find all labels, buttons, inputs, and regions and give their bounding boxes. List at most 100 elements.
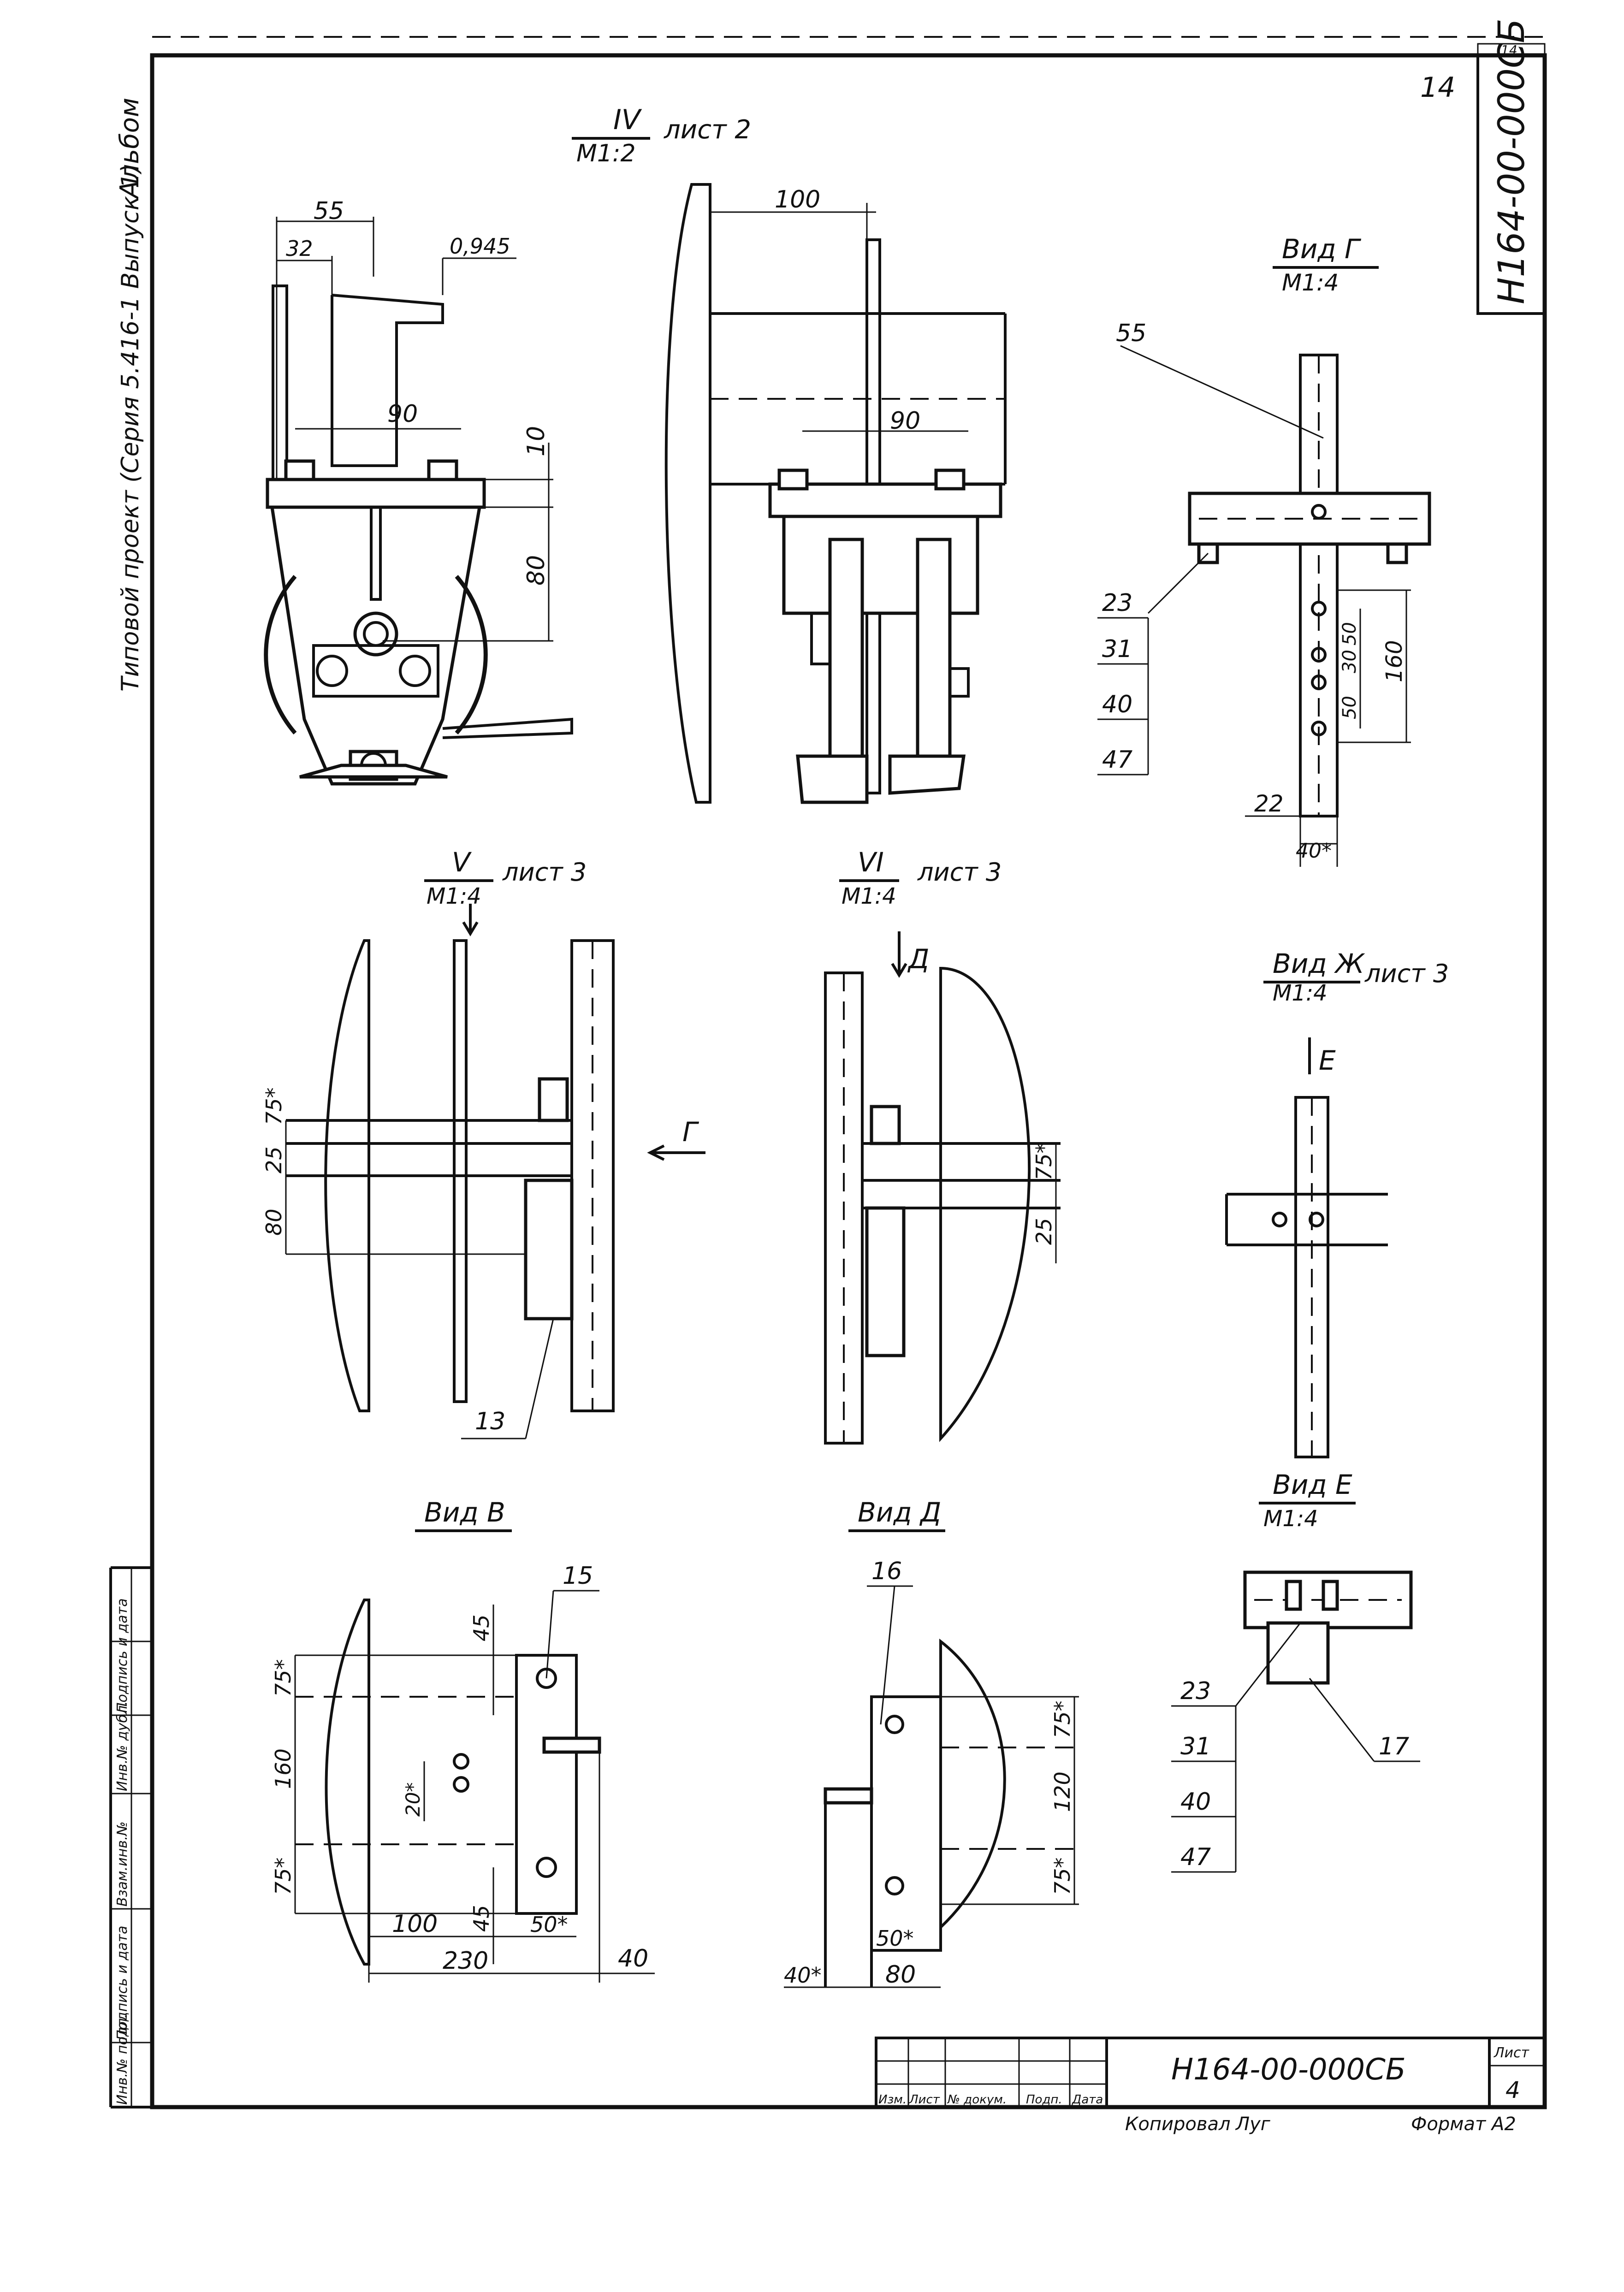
sheet-number: 4 — [1505, 2077, 1520, 2103]
leader-23-g: 23 — [1102, 589, 1132, 617]
section-iv-scale: М1:2 — [576, 140, 636, 167]
dim-55: 55 — [314, 197, 344, 225]
section-vi-sheet-ref: лист 3 — [917, 858, 1002, 887]
strip-cell-1: Инв.№ подл. — [114, 2014, 130, 2105]
dim-80-v: 80 — [261, 1208, 286, 1236]
dim-22: 22 — [1254, 790, 1284, 817]
dim-50star-b: 50* — [530, 1912, 568, 1937]
view-g: Вид Г М1:4 55 160 50 30 50 22 40* — [1097, 233, 1431, 867]
view-zh-scale: М1:4 — [1273, 980, 1328, 1006]
sheet-mark: 14 — [1420, 71, 1455, 104]
leader-15: 15 — [563, 1562, 593, 1590]
dim-40star-d: 40* — [784, 1963, 822, 1988]
format-label: Формат А2 — [1411, 2114, 1516, 2135]
dim-45-b-top: 45 — [469, 1614, 494, 1641]
view-b-title: Вид В — [424, 1497, 505, 1528]
dim-10: 10 — [522, 426, 550, 456]
strip-cell-5: Подпись и дата — [114, 1599, 130, 1713]
dim-50star-d: 50* — [876, 1926, 914, 1951]
leader-16: 16 — [871, 1558, 902, 1585]
dim-75star-vi: 75* — [1031, 1143, 1056, 1180]
section-vi-number: VI — [858, 847, 884, 878]
copied-by-signature: Луг — [1235, 2114, 1271, 2135]
view-d-title: Вид Д — [858, 1497, 941, 1528]
col-izm: Изм. — [878, 2093, 907, 2107]
view-b: Вид В 75* 160 75* 45 20* 45 100 50* 230 … — [271, 1497, 655, 1983]
dim-75star-b-bot: 75* — [271, 1857, 296, 1895]
leader-47-e: 47 — [1180, 1843, 1211, 1871]
section-iv-sheet-ref: лист 2 — [664, 115, 751, 145]
section-iv-number: IV — [613, 104, 642, 136]
section-v-number: V — [452, 847, 472, 878]
dim-75star-d-top: 75* — [1050, 1700, 1075, 1738]
dim-80: 80 — [522, 555, 550, 586]
dim-120-d: 120 — [1050, 1771, 1075, 1812]
title-block: Изм. Лист № докум. Подп. Дата Н164-00-00… — [875, 2037, 1546, 2108]
section-v-scale: М1:4 — [427, 883, 481, 909]
dim-45-b-bot: 45 — [469, 1905, 494, 1932]
leader-40-e: 40 — [1180, 1788, 1211, 1816]
section-vi: VI М1:4 лист 3 Д 75* 25 — [824, 847, 1061, 1445]
view-zh-title: Вид Ж — [1273, 948, 1365, 979]
view-d: Вид Д 16 75* 120 75* 50* 40* 80 — [784, 1497, 1079, 1989]
dim-75star-v: 75* — [261, 1087, 286, 1125]
dim-50-a: 50 — [1339, 622, 1360, 646]
dim-40-star: 40* — [1296, 839, 1332, 863]
view-zh: Вид Ж М1:4 лист 3 Е — [1225, 948, 1449, 1458]
drawing-frame: 14 — [109, 36, 1547, 2109]
dim-80-d: 80 — [885, 1961, 916, 1989]
section-iv-front: IV М1:2 лист 2 55 32 0,945 90 — [264, 104, 751, 786]
view-zh-sheet-ref: лист 3 — [1364, 959, 1449, 988]
dim-160-g: 160 — [1381, 640, 1407, 682]
leader-13: 13 — [475, 1408, 505, 1435]
section-v-sheet-ref: лист 3 — [502, 858, 587, 887]
dim-25-v: 25 — [261, 1146, 286, 1173]
dim-75star-b-top: 75* — [271, 1659, 296, 1697]
copied-by-label: Копировал — [1125, 2114, 1231, 2135]
section-iv-side: 100 90 — [664, 183, 1007, 804]
dim-20star: 20* — [402, 1783, 424, 1817]
view-e: Вид Е М1:4 23 31 40 47 17 — [1171, 1469, 1420, 1873]
arrow-d-label: Д — [907, 943, 929, 975]
title-drawing-code: Н164-00-000СБ — [1171, 2053, 1406, 2087]
view-e-scale: М1:4 — [1263, 1506, 1318, 1532]
leader-31-g: 31 — [1102, 635, 1132, 663]
dim-30: 30 — [1339, 650, 1360, 673]
dim-75star-d-bot: 75* — [1050, 1857, 1075, 1895]
vertical-code-box: Н164-00-000СБ — [1476, 18, 1546, 315]
dim-40-b: 40 — [618, 1945, 648, 1972]
col-docnum: № докум. — [947, 2093, 1007, 2107]
dim-100-b: 100 — [392, 1910, 438, 1938]
section-vi-scale: М1:4 — [842, 883, 896, 909]
sheet-label: Лист — [1494, 2045, 1530, 2061]
leader-40-g: 40 — [1102, 691, 1132, 718]
dim-90: 90 — [387, 400, 418, 428]
dim-230: 230 — [443, 1947, 488, 1975]
dim-25-vi: 25 — [1031, 1218, 1056, 1245]
dim-100: 100 — [775, 186, 820, 213]
dim-32: 32 — [286, 236, 313, 261]
dim-0945: 0,945 — [450, 234, 510, 259]
col-podp: Подп. — [1026, 2093, 1062, 2107]
leader-23-e: 23 — [1180, 1677, 1211, 1705]
dim-160-b: 160 — [271, 1748, 296, 1789]
leader-31-e: 31 — [1180, 1733, 1211, 1760]
vertical-drawing-code: Н164-00-000СБ — [1491, 18, 1533, 304]
strip-cell-4: Инв.№ дубл. — [114, 1701, 130, 1791]
col-list: Лист — [909, 2093, 940, 2107]
section-v: V М1:4 лист 3 75* 25 80 Г 13 — [261, 847, 705, 1439]
arrow-e-label: Е — [1319, 1045, 1336, 1076]
dim-90-side: 90 — [890, 407, 920, 435]
side-album-label: Альбом — [115, 98, 145, 200]
arrow-g-label: Г — [682, 1116, 699, 1148]
approval-strip: Инв.№ подл. Подпись и дата Взам.инв.№ Ин… — [111, 1568, 152, 2107]
leader-47-g: 47 — [1102, 746, 1132, 774]
strip-cell-2: Подпись и дата — [114, 1926, 130, 2041]
strip-cell-3: Взам.инв.№ — [114, 1821, 130, 1907]
dim-50-b: 50 — [1339, 696, 1360, 719]
view-g-title: Вид Г — [1282, 233, 1362, 265]
col-data: Дата — [1072, 2093, 1103, 2107]
side-project-label: Типовой проект (Серия 5.416-1 Выпуск 1) — [117, 164, 144, 692]
view-g-leader-55: 55 — [1116, 320, 1146, 347]
